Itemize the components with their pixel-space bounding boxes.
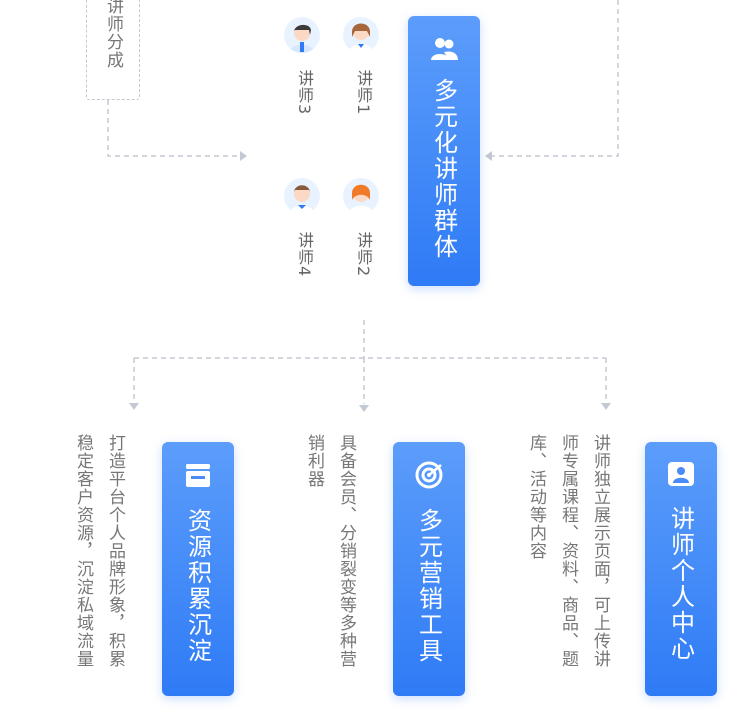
folder-icon [183, 460, 213, 494]
arrow-head-branch-left [129, 403, 139, 410]
feature-title-resource-accumulation: 资源积累沉淀 [183, 508, 212, 664]
desc-line: 打造平台个人品牌形象，积累 [105, 434, 125, 668]
feature-card-marketing-tools: 多元营销工具 [393, 442, 465, 696]
center-card: 多元化讲师群体 [408, 16, 480, 286]
center-title: 多元化讲师群体 [429, 78, 458, 260]
feature-desc-resource-accumulation: 打造平台个人品牌形象，积累 稳定客户资源，沉淀私域流量 [67, 434, 131, 714]
teacher-avatar-icon [343, 178, 379, 214]
feature-desc-personal-center: 讲师独立展示页面，可上传讲 师专属课程、资料、商品、题 库、活动等内容 [520, 434, 616, 714]
connector-left [107, 100, 240, 157]
teacher-avatar-icon [343, 17, 379, 53]
teacher-1-label: 讲师1 [354, 70, 373, 116]
connector-right [492, 0, 619, 157]
teacher-2-label: 讲师2 [354, 232, 373, 278]
desc-line: 库、活动等内容 [526, 434, 546, 560]
desc-line: 具备会员、分销裂变等多种营 [336, 434, 356, 668]
desc-line: 师专属课程、资料、商品、题 [558, 434, 578, 668]
teacher-share-box: 讲师分成 [86, 0, 140, 100]
group-icon [429, 34, 459, 68]
desc-line: 销利器 [304, 434, 324, 488]
desc-line: 稳定客户资源，沉淀私域流量 [73, 434, 93, 668]
feature-title-personal-center: 讲师个人中心 [666, 506, 695, 662]
teacher-4-label: 讲师4 [295, 232, 314, 278]
arrow-head-branch-middle [359, 405, 369, 412]
feature-title-marketing-tools: 多元营销工具 [414, 508, 443, 664]
arrow-head-branch-right [601, 403, 611, 410]
teacher-3-label: 讲师3 [295, 70, 314, 116]
feature-card-personal-center: 讲师个人中心 [645, 442, 717, 696]
arrow-head-left [240, 151, 247, 161]
teacher-share-label: 讲师分成 [103, 0, 123, 69]
feature-desc-marketing-tools: 具备会员、分销裂变等多种营 销利器 [298, 434, 362, 714]
teacher-avatar-icon [284, 17, 320, 53]
target-icon [414, 460, 444, 494]
desc-line: 讲师独立展示页面，可上传讲 [590, 434, 610, 668]
feature-card-resource-accumulation: 资源积累沉淀 [162, 442, 234, 696]
user-card-icon [666, 460, 696, 492]
arrow-head-right [485, 151, 492, 161]
teacher-avatar-icon [284, 178, 320, 214]
